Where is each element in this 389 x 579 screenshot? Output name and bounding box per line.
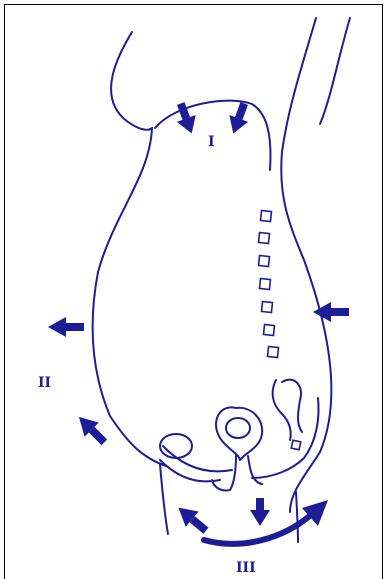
- arrow-down-icon: [224, 100, 254, 137]
- curved-arrow-icon: [204, 500, 328, 544]
- uterus-fundus: [226, 418, 250, 438]
- vertebra: [261, 211, 272, 222]
- abdomen-contour: [93, 128, 166, 466]
- pelvic-outline-left: [160, 464, 168, 534]
- region-label-3: III: [236, 560, 256, 576]
- back-contour-outer: [320, 18, 350, 124]
- vertebra: [259, 256, 270, 267]
- arrow-down-left-icon: [172, 500, 212, 538]
- central-canal-right: [248, 456, 262, 484]
- region-label-1: I: [208, 134, 215, 150]
- arrow-down-icon: [250, 498, 270, 526]
- coccyx: [291, 440, 300, 449]
- vertebra: [268, 347, 279, 358]
- body-outline: [93, 18, 350, 542]
- vertebra: [260, 279, 271, 290]
- rectum-inner: [273, 380, 291, 440]
- vertebra: [259, 233, 270, 244]
- region-label-2: II: [38, 375, 51, 391]
- vertebra: [262, 302, 273, 313]
- arrow-down-left-icon: [72, 410, 112, 450]
- spine-vertebrae: [259, 211, 301, 450]
- uterus: [216, 407, 262, 460]
- rectum-outline: [282, 380, 302, 432]
- back-contour: [281, 18, 331, 512]
- bladder: [160, 434, 192, 458]
- pelvic-outline-right: [296, 492, 298, 542]
- central-canal: [212, 456, 236, 491]
- arrow-left-icon: [48, 317, 84, 337]
- chest-contour: [111, 32, 152, 130]
- vertebra: [264, 325, 275, 336]
